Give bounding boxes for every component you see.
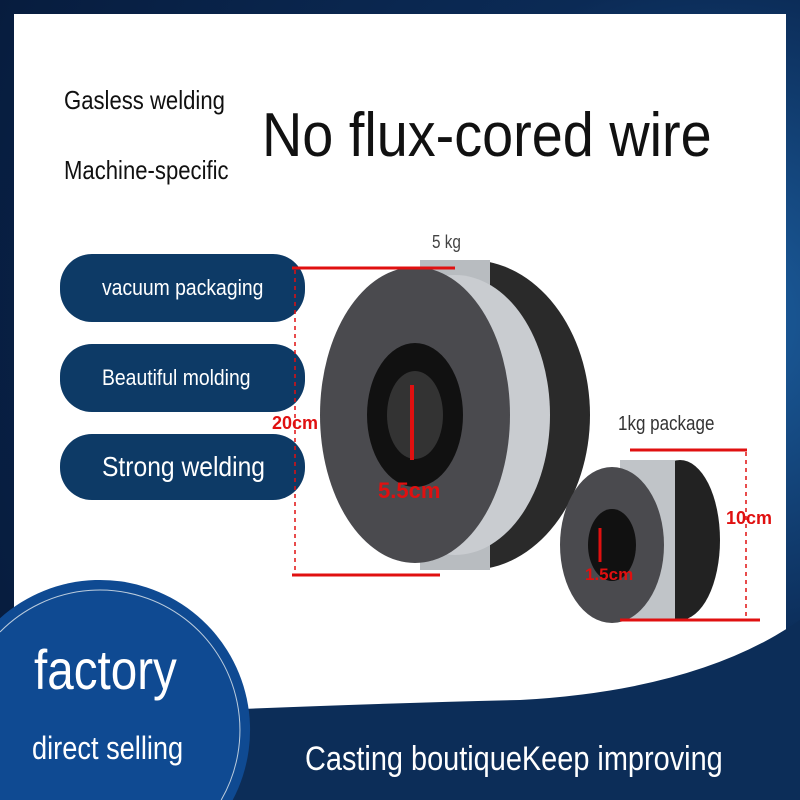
large-spool-weight: 5 kg xyxy=(432,232,461,252)
badge-circle xyxy=(0,579,251,800)
small-spool-weight: 1kg package xyxy=(618,413,715,435)
feature-pill: Beautiful molding xyxy=(60,344,305,412)
factory-label: factory xyxy=(34,638,177,701)
page-title: No flux-cored wire xyxy=(262,101,712,170)
small-spool-bore: 1.5cm xyxy=(585,565,634,584)
subtitle-gasless: Gasless welding xyxy=(64,85,225,115)
dimension-lines xyxy=(292,266,760,622)
direct-selling-label: direct selling xyxy=(32,730,184,766)
large-spool-height: 20cm xyxy=(272,413,319,433)
feature-pill: vacuum packaging xyxy=(60,254,305,322)
small-spool xyxy=(560,460,720,623)
badge-ring xyxy=(0,589,241,800)
small-spool-height: 10cm xyxy=(726,508,773,528)
slogan: Casting boutiqueKeep improving xyxy=(305,740,723,778)
large-spool xyxy=(320,260,590,570)
feature-pill: Strong welding xyxy=(60,434,305,500)
large-spool-bore: 5.5cm xyxy=(378,478,441,503)
subtitle-machine: Machine-specific xyxy=(64,155,229,185)
